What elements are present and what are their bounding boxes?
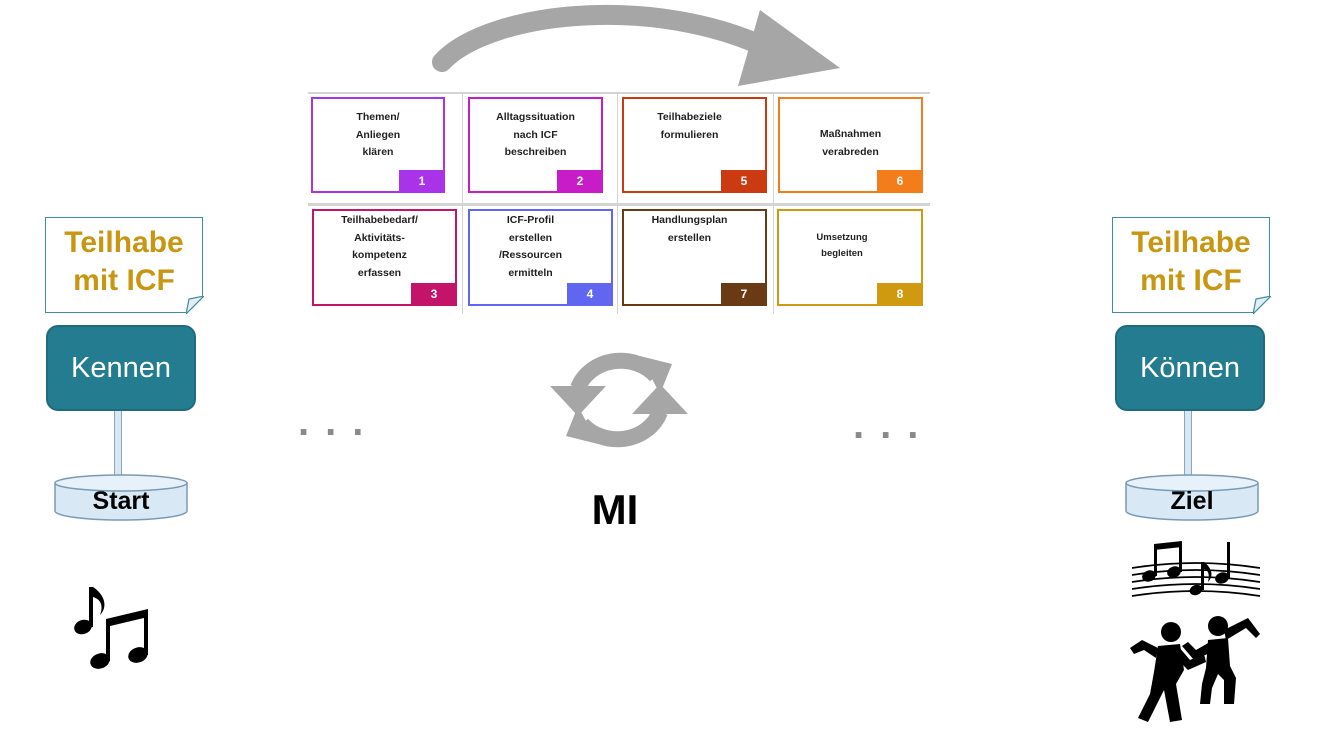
- note-card-left: Teilhabe mit ICF: [45, 217, 204, 314]
- note-title: Teilhabe mit ICF: [1131, 226, 1251, 297]
- step-number-badge: 6: [877, 170, 923, 193]
- step-number-badge: 4: [567, 283, 613, 306]
- step-number-badge: 1: [399, 170, 445, 193]
- step-card-label: ICF-Profil erstellen /Ressourcen ermitte…: [498, 214, 563, 279]
- step-number-badge: 7: [721, 283, 767, 306]
- step-number-badge: 5: [721, 170, 767, 193]
- step-card-3: Teilhabebedarf/ Aktivitäts- kompetenz er…: [312, 209, 457, 306]
- sign-koennen: Können: [1115, 325, 1265, 411]
- base-label: Ziel: [1170, 487, 1214, 515]
- curved-arrow-right-icon: [432, 4, 840, 86]
- step-card-1: Themen/ Anliegen klären 1: [311, 97, 445, 193]
- sign-pole: [1184, 411, 1192, 483]
- step-number-badge: 3: [411, 283, 457, 306]
- base-label: Start: [92, 487, 150, 515]
- step-card-label: Teilhabebedarf/ Aktivitäts- kompetenz er…: [341, 214, 418, 279]
- ellipsis-left: ...: [298, 400, 380, 444]
- music-staff-icon: [1131, 541, 1261, 597]
- music-notes-icon: [74, 587, 148, 669]
- step-card-label: Themen/ Anliegen klären: [355, 111, 401, 158]
- step-card-5: Teilhabeziele formulieren 5: [622, 97, 767, 193]
- sign-base-ziel: Ziel: [1124, 473, 1260, 521]
- step-card-label: Alltagssituation nach ICF beschreiben: [496, 111, 575, 158]
- sign-kennen: Kennen: [46, 325, 196, 411]
- dancing-people-icon: [1130, 616, 1260, 722]
- ellipsis-right: ...: [853, 403, 935, 447]
- sign-base-start: Start: [53, 473, 189, 521]
- step-card-4: ICF-Profil erstellen /Ressourcen ermitte…: [468, 209, 613, 306]
- mi-label: MI: [591, 486, 639, 533]
- note-title: Teilhabe mit ICF: [64, 226, 184, 297]
- step-card-label: Umsetzung begleiten: [816, 232, 868, 259]
- step-card-2: Alltagssituation nach ICF beschreiben 2: [468, 97, 603, 193]
- step-number-badge: 8: [877, 283, 923, 306]
- page-fold-icon: [1253, 296, 1271, 314]
- refresh-cycle-icon: [550, 352, 688, 448]
- sign-pole: [114, 411, 122, 483]
- note-card-right: Teilhabe mit ICF: [1112, 217, 1271, 314]
- process-step-grid: Themen/ Anliegen klären 1 Alltagssituati…: [308, 92, 930, 314]
- step-card-label: Handlungsplan erstellen: [651, 214, 728, 244]
- step-card-label: Maßnahmen verabreden: [819, 128, 882, 158]
- step-number-badge: 2: [557, 170, 603, 193]
- step-card-8: Umsetzung begleiten 8: [777, 209, 923, 306]
- page-fold-icon: [186, 296, 204, 314]
- step-card-6: Maßnahmen verabreden 6: [778, 97, 923, 193]
- step-card-7: Handlungsplan erstellen 7: [622, 209, 767, 306]
- step-card-label: Teilhabeziele formulieren: [657, 111, 722, 141]
